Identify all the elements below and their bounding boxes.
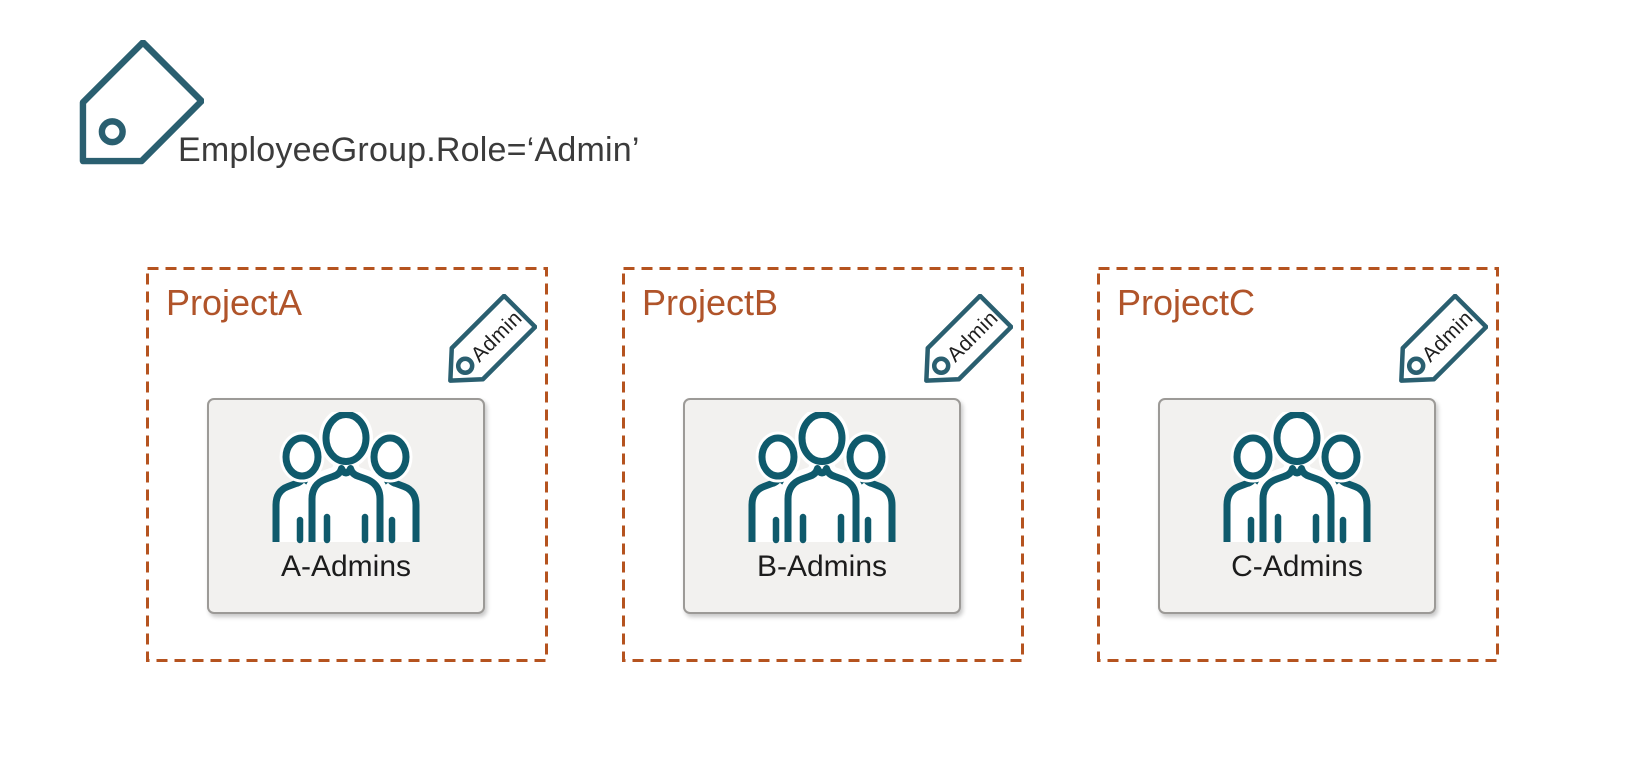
project-compartment-b: ProjectB B-Admins Admin — [622, 267, 1024, 662]
user-group-icon — [740, 412, 904, 544]
user-group-card: A-Admins — [207, 398, 485, 614]
project-compartment-a: ProjectA A-Admins Admin — [146, 267, 548, 662]
compartment-border — [622, 267, 1024, 662]
group-name: B-Admins — [756, 550, 888, 583]
compartment-border — [1097, 267, 1499, 662]
user-group-card: B-Admins — [683, 398, 961, 614]
admin-tag-icon: Admin — [909, 294, 1013, 398]
admin-tag-icon: Admin — [1384, 294, 1488, 398]
project-name: ProjectB — [642, 282, 779, 323]
user-group-icon — [1215, 412, 1379, 544]
admin-tag-icon: Admin — [433, 294, 537, 398]
project-name: ProjectC — [1117, 282, 1256, 323]
compartment-border — [146, 267, 548, 662]
tag-expression-heading: EmployeeGroup.Role=‘Admin’ — [178, 131, 640, 169]
project-name: ProjectA — [166, 282, 303, 323]
group-name: A-Admins — [280, 550, 412, 583]
user-group-card: C-Admins — [1158, 398, 1436, 614]
group-name: C-Admins — [1231, 550, 1363, 583]
tag-icon — [79, 40, 204, 165]
project-compartment-c: ProjectC C-Admins Admin — [1097, 267, 1499, 662]
user-group-icon — [264, 412, 428, 544]
